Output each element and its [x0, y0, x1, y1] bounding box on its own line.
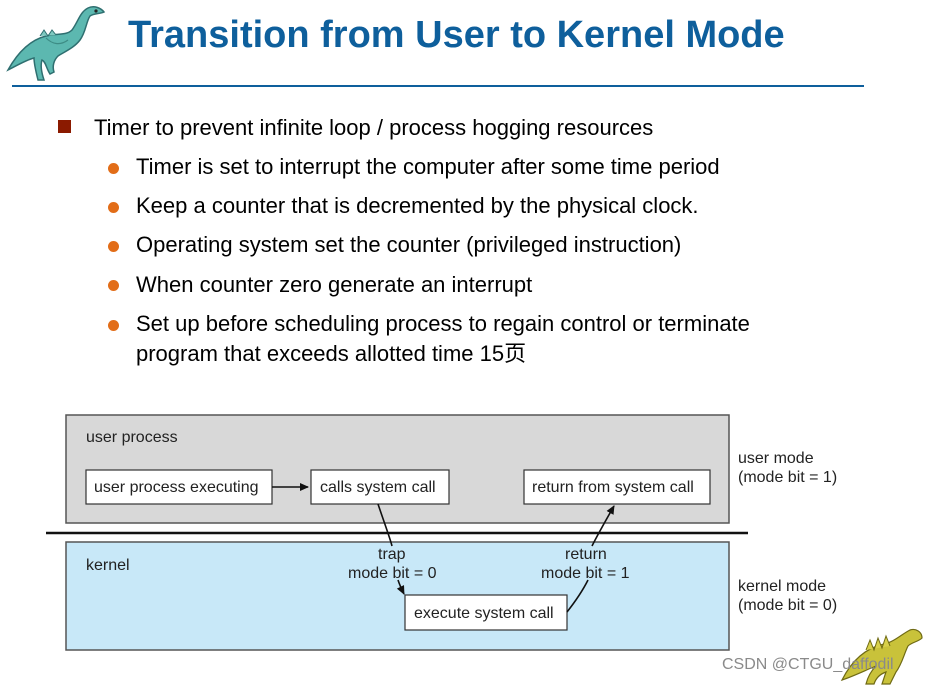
- watermark-text: CSDN @CTGU_daffodil: [722, 656, 894, 673]
- execute-system-call-label: execute system call: [414, 605, 554, 622]
- dinosaur-logo-icon: [6, 6, 106, 81]
- trap-label: trap: [378, 546, 406, 563]
- trap-arrow-top: [377, 503, 393, 547]
- user-mode-label: user mode: [738, 450, 814, 467]
- dinosaur-logo-icon: [840, 628, 923, 685]
- sub-bullet-text: Timer is set to interrupt the computer a…: [136, 154, 720, 179]
- sub-bullet-text: Operating system set the counter (privil…: [136, 232, 682, 257]
- kernel-region: [65, 541, 730, 651]
- user-process-executing-box: [85, 469, 273, 505]
- sub-bullet-text: Set up before scheduling process to rega…: [136, 311, 750, 336]
- return-label: return: [565, 546, 607, 563]
- user-process-executing-label: user process executing: [94, 479, 259, 496]
- kernel-mode-label: kernel mode: [738, 578, 826, 595]
- dot-bullet-icon: [108, 202, 119, 213]
- square-bullet-icon: [58, 120, 71, 133]
- trap-mode-bit-label: mode bit = 0: [348, 565, 437, 582]
- sub-bullet-text-continued: program that exceeds allotted time 15页: [136, 341, 527, 366]
- user-process-label: user process: [86, 429, 178, 446]
- user-mode-bit-label: (mode bit = 1): [738, 469, 837, 486]
- dot-bullet-icon: [108, 241, 119, 252]
- return-from-system-call-box: [523, 469, 711, 505]
- mode-transition-diagram: user process kernel user process executi…: [46, 414, 837, 651]
- sub-bullet-text: When counter zero generate an interrupt: [136, 272, 533, 297]
- kernel-mode-bit-label: (mode bit = 0): [738, 597, 837, 614]
- title-divider: [12, 85, 864, 87]
- calls-system-call-label: calls system call: [320, 479, 436, 496]
- kernel-label: kernel: [86, 557, 130, 574]
- return-arrow-bottom: [566, 579, 589, 613]
- sub-bullet-text: Keep a counter that is decremented by th…: [136, 193, 699, 218]
- trap-arrow-bottom: [396, 579, 405, 595]
- execute-system-call-box: [404, 594, 568, 631]
- dot-bullet-icon: [108, 280, 119, 291]
- user-process-region: [65, 414, 730, 524]
- return-mode-bit-label: mode bit = 1: [541, 565, 630, 582]
- dot-bullet-icon: [108, 320, 119, 331]
- calls-system-call-box: [310, 469, 450, 505]
- dot-bullet-icon: [108, 163, 119, 174]
- slide-title: Transition from User to Kernel Mode: [128, 14, 785, 56]
- main-bullet-text: Timer to prevent infinite loop / process…: [94, 115, 654, 140]
- return-arrow-top: [591, 505, 615, 547]
- return-from-system-call-label: return from system call: [532, 479, 694, 496]
